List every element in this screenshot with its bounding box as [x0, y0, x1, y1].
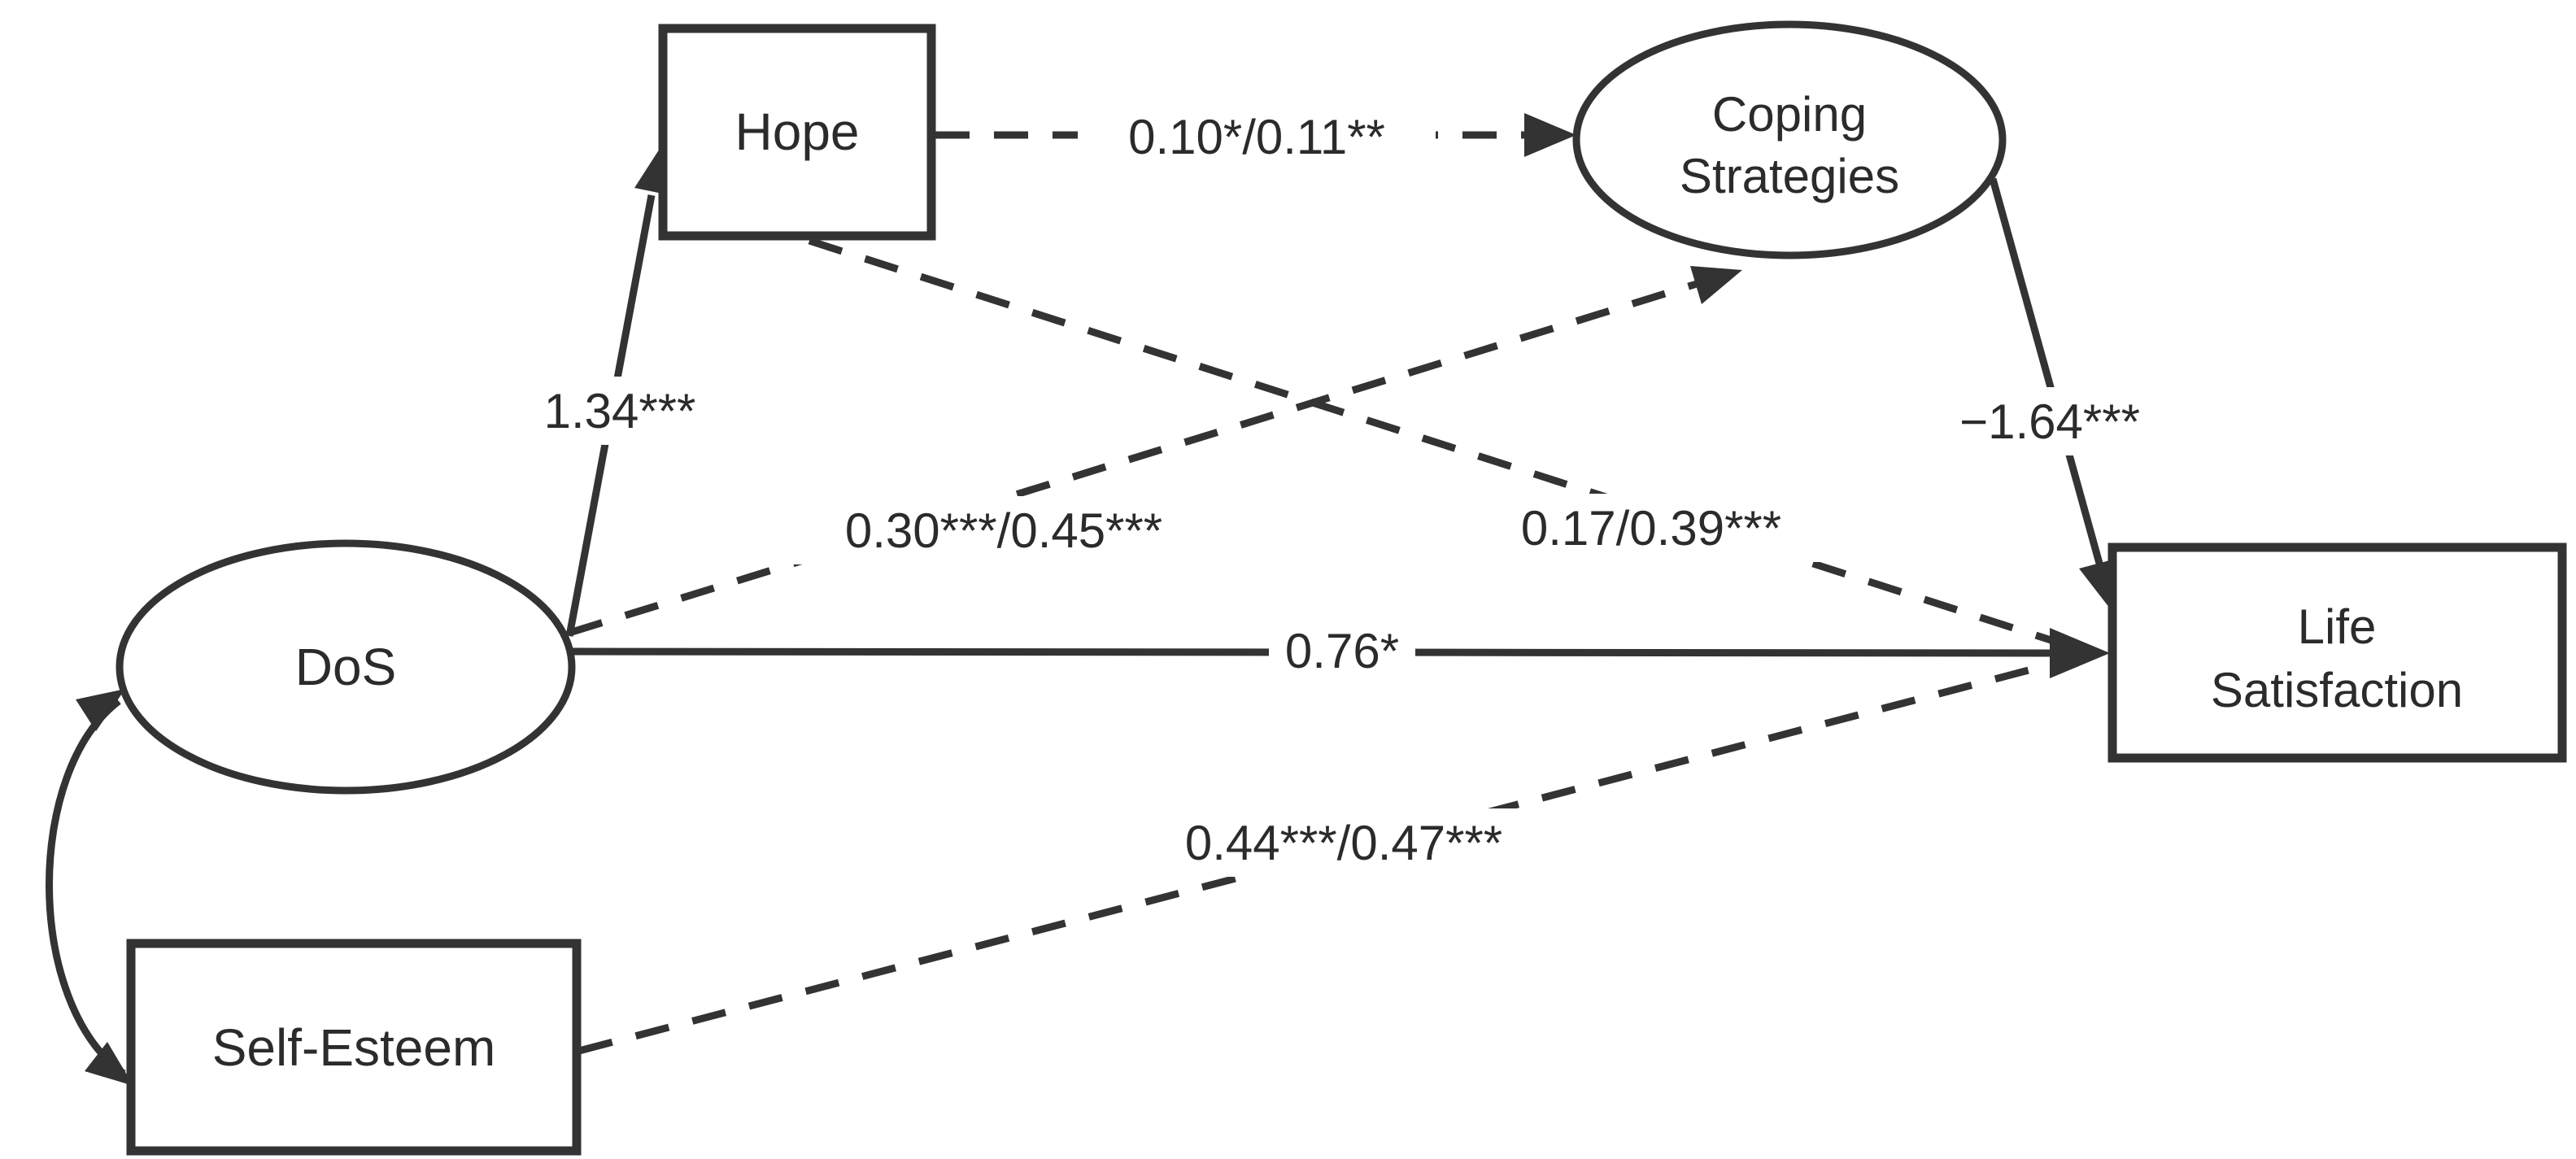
arrowhead-icon: [2050, 628, 2110, 678]
path-hope-to-life-satisfaction: [808, 237, 2068, 649]
node-dos: DoS: [116, 539, 576, 795]
label-bg: [1269, 617, 1415, 685]
life-satisfaction-box: [2107, 542, 2567, 763]
path-dos-self-esteem-covariance: [46, 689, 133, 1086]
edge-label-dos-hope: 1.34***: [510, 377, 730, 445]
life-satisfaction-label-line1: Life: [2298, 599, 2377, 654]
label-bg: [792, 496, 1215, 564]
self-esteem-label: Self-Esteem: [212, 1018, 496, 1077]
node-hope: Hope: [658, 24, 936, 241]
dos-label: DoS: [295, 638, 397, 696]
node-self-esteem: Self-Esteem: [126, 939, 582, 1156]
arrowhead-icon: [76, 689, 125, 731]
label-bg: [1132, 808, 1555, 877]
hope-label: Hope: [735, 102, 860, 161]
label-bg: [1932, 387, 2168, 455]
edge-label-hope-coping: 0.10*/0.11**: [1078, 102, 1436, 171]
coefficient-label: 1.34***: [544, 384, 696, 438]
edge-label-dos-coping: 0.30***/0.45***: [792, 496, 1215, 564]
path-dos-to-coping: [568, 266, 1742, 637]
life-satisfaction-label-line2: Satisfaction: [2211, 663, 2463, 717]
arrowhead-icon: [1524, 113, 1576, 157]
node-coping-strategies: Coping Strategies: [1572, 20, 2007, 259]
label-bg: [1078, 102, 1436, 171]
dos-ellipse: [116, 539, 576, 795]
path-line: [1989, 177, 2107, 577]
coefficient-label: 0.44***/0.47***: [1185, 816, 1502, 870]
edge-label-dos-life-satisfaction: 0.76*: [1269, 617, 1415, 685]
label-bg: [510, 377, 730, 445]
edge-label-coping-life-satisfaction: −1.64***: [1932, 387, 2168, 455]
edge-label-self-esteem-life-satisfaction: 0.44***/0.47***: [1132, 808, 1555, 877]
coefficient-label: 0.17/0.39***: [1521, 501, 1781, 556]
path-curve: [46, 698, 126, 1077]
path-line: [808, 237, 2068, 649]
label-bg: [1476, 494, 1826, 562]
path-line: [568, 280, 1698, 637]
arrowhead-icon: [1690, 266, 1742, 304]
coping-label-line1: Coping: [1712, 87, 1867, 142]
coping-ellipse: [1572, 20, 2007, 259]
self-esteem-box: [126, 939, 582, 1156]
edge-label-hope-life-satisfaction: 0.17/0.39***: [1476, 494, 1826, 562]
coefficient-label: 0.76*: [1285, 624, 1399, 678]
arrowhead-icon: [85, 1042, 133, 1086]
hope-box: [658, 24, 936, 241]
coefficient-label: 0.30***/0.45***: [845, 503, 1162, 558]
node-life-satisfaction: Life Satisfaction: [2107, 542, 2567, 763]
coefficient-label: 0.10*/0.11**: [1128, 110, 1385, 164]
coping-label-line2: Strategies: [1680, 149, 1899, 203]
coefficient-label: −1.64***: [1959, 394, 2140, 449]
